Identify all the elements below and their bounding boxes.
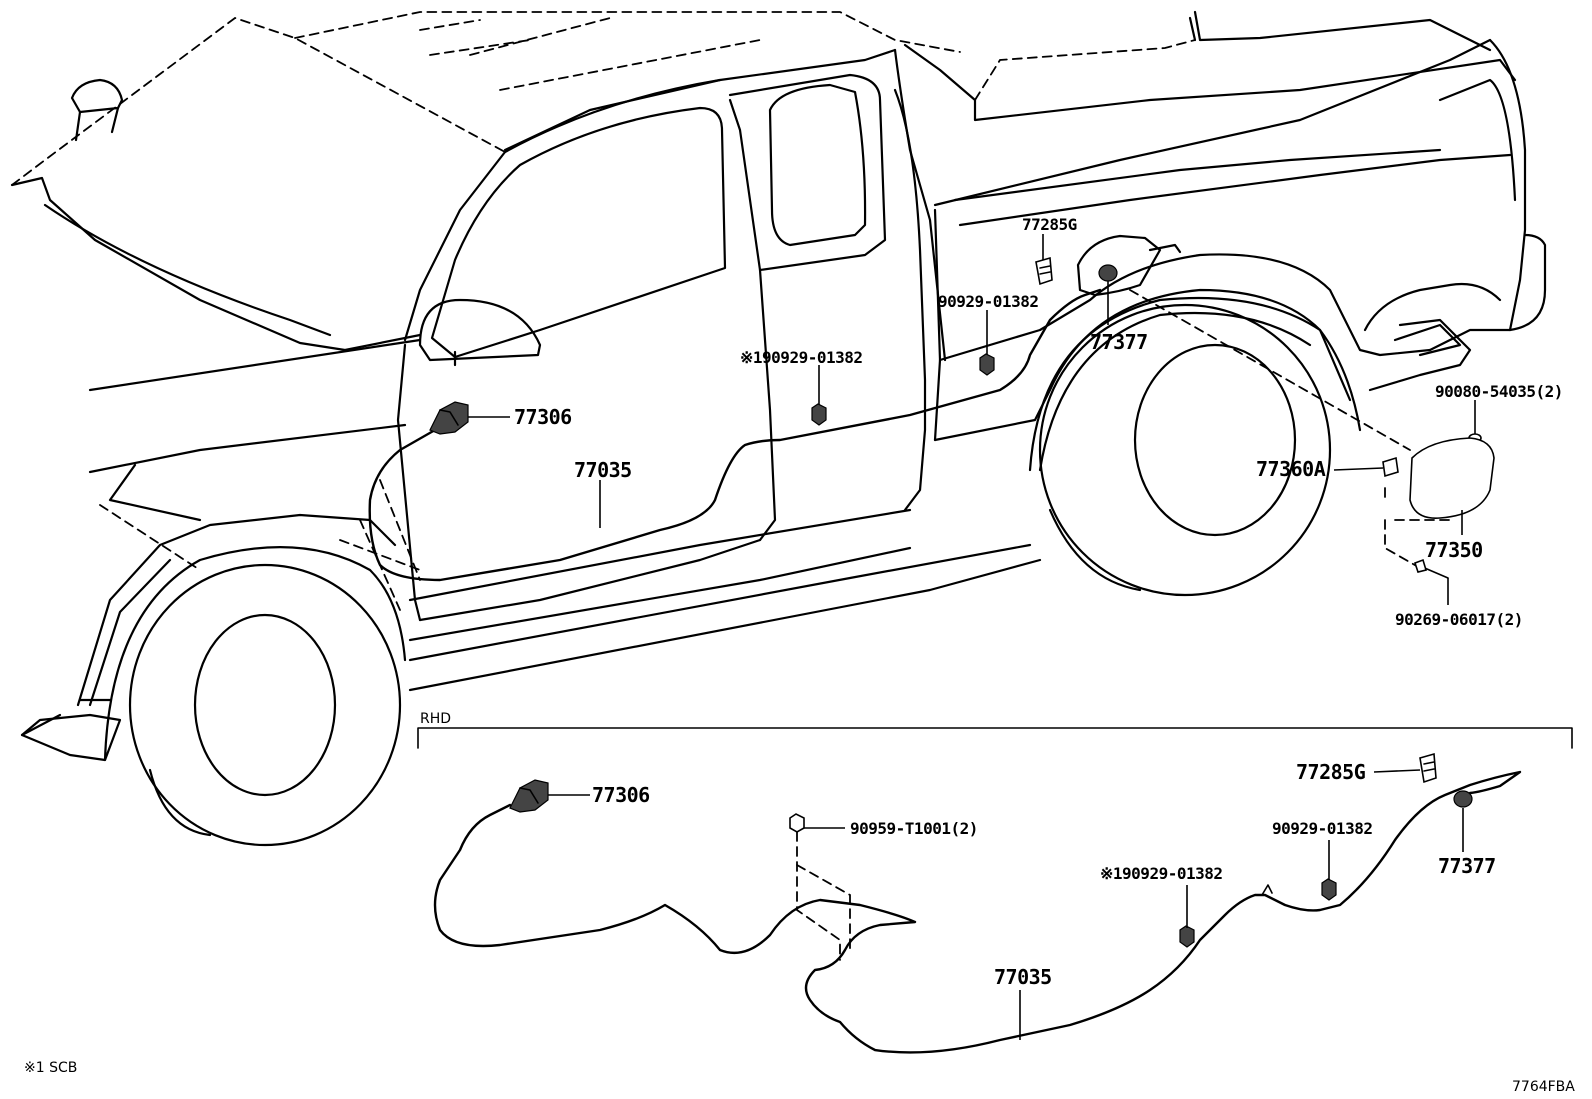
callout-labels: 77285G 90929-01382 77377 ※190929-01382 7… [24, 215, 1575, 1095]
part-77360a-hinge [1382, 456, 1399, 478]
part-90269-screw [1413, 558, 1449, 579]
callout-77306-top: 77306 [514, 405, 572, 429]
rhd-label: RHD [420, 711, 451, 727]
figure-code: 7764FBA [1512, 1079, 1575, 1095]
part-clip-90929-rhd [1321, 878, 1337, 901]
leader-lines-rhd [548, 769, 1464, 1040]
callout-77035-top: 77035 [574, 458, 632, 482]
part-77350-fuel-lid [1409, 437, 1495, 519]
part-77377-rhd [1453, 790, 1473, 808]
callout-90929-top: 90929-01382 [938, 292, 1038, 311]
leader-lines-top [468, 234, 1476, 605]
part-clip-1-top [811, 403, 827, 426]
callout-77285g-rhd: 77285G [1296, 760, 1366, 784]
part-77306-connector [429, 401, 469, 435]
callout-90269: 90269-06017(2) [1395, 610, 1523, 629]
callout-77350: 77350 [1425, 538, 1483, 562]
wire-harness-rhd [433, 770, 1522, 1054]
callout-77377-rhd: 77377 [1438, 854, 1496, 878]
callout-77285g-top: 77285G [1022, 215, 1077, 234]
part-77285g-top [1035, 256, 1053, 286]
callout-77306-rhd: 77306 [592, 783, 650, 807]
callout-1-90929-top: ※190929-01382 [740, 348, 863, 367]
callout-90080: 90080-54035(2) [1435, 382, 1563, 401]
callout-77035-rhd: 77035 [994, 965, 1052, 989]
callout-77360a: 77360A [1256, 457, 1326, 481]
part-clip-1-rhd [1179, 925, 1195, 948]
callout-90959: 90959-T1001(2) [850, 819, 978, 838]
truck-body-outline [10, 10, 1547, 847]
part-77306-rhd [509, 779, 549, 813]
rhd-bracket [417, 727, 1573, 749]
callout-1-90929-rhd: ※190929-01382 [1100, 864, 1223, 883]
callout-90929-rhd: 90929-01382 [1272, 819, 1372, 838]
part-clip-90929-top [979, 353, 995, 376]
footnote: ※1 SCB [24, 1060, 77, 1076]
part-77377-top [1098, 264, 1118, 282]
wire-harness-top [368, 288, 1102, 582]
callout-77377-top: 77377 [1090, 330, 1148, 354]
part-90959-rhd [789, 813, 851, 961]
part-77285g-rhd [1419, 752, 1437, 784]
